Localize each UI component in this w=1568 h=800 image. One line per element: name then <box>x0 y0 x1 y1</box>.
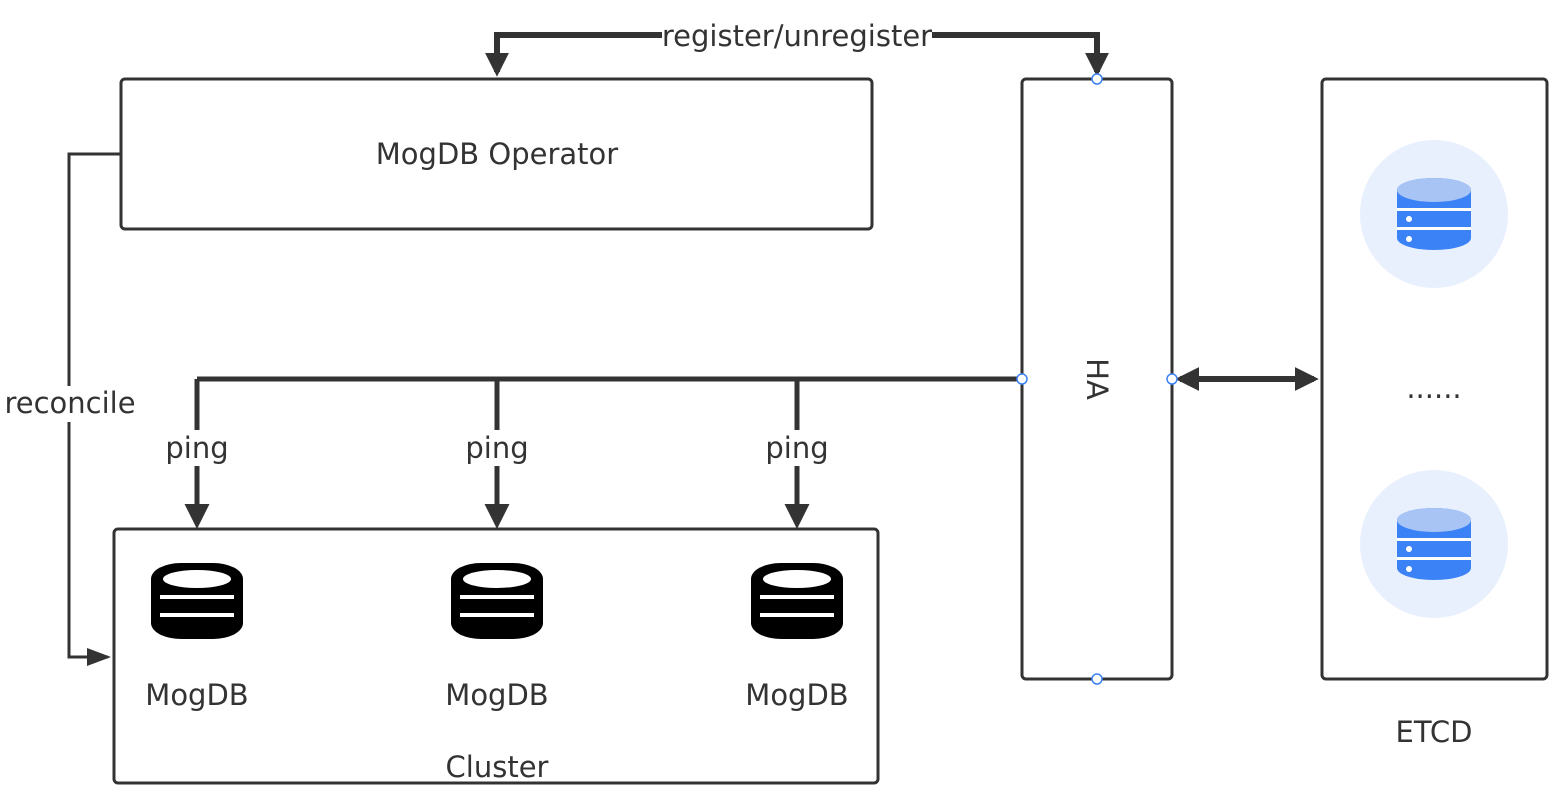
anchor-point[interactable] <box>1016 373 1028 385</box>
anchor-point[interactable] <box>1166 373 1178 385</box>
ping-label-3: ping <box>765 431 828 465</box>
etcd-ellipsis: ...... <box>1406 371 1461 405</box>
anchor-point[interactable] <box>1091 73 1103 85</box>
etcd-label: ETCD <box>1396 715 1473 749</box>
reconcile-label: reconcile <box>4 386 135 420</box>
database-icon <box>751 563 843 639</box>
ha-label: HA <box>1080 358 1114 400</box>
cluster-box[interactable] <box>112 527 880 785</box>
operator-label: MogDB Operator <box>376 137 618 171</box>
cluster-label: Cluster <box>446 750 549 784</box>
database-icon <box>151 563 243 639</box>
mogdb-node-label-2: MogDB <box>445 678 548 712</box>
mogdb-node-label-1: MogDB <box>145 678 248 712</box>
database-icon <box>1397 178 1471 250</box>
mogdb-node-label-3: MogDB <box>745 678 848 712</box>
database-icon <box>1397 508 1471 580</box>
ping-label-1: ping <box>165 431 228 465</box>
register-label: register/unregister <box>662 19 932 53</box>
ping-label-2: ping <box>465 431 528 465</box>
anchor-point[interactable] <box>1091 673 1103 685</box>
database-icon <box>451 563 543 639</box>
